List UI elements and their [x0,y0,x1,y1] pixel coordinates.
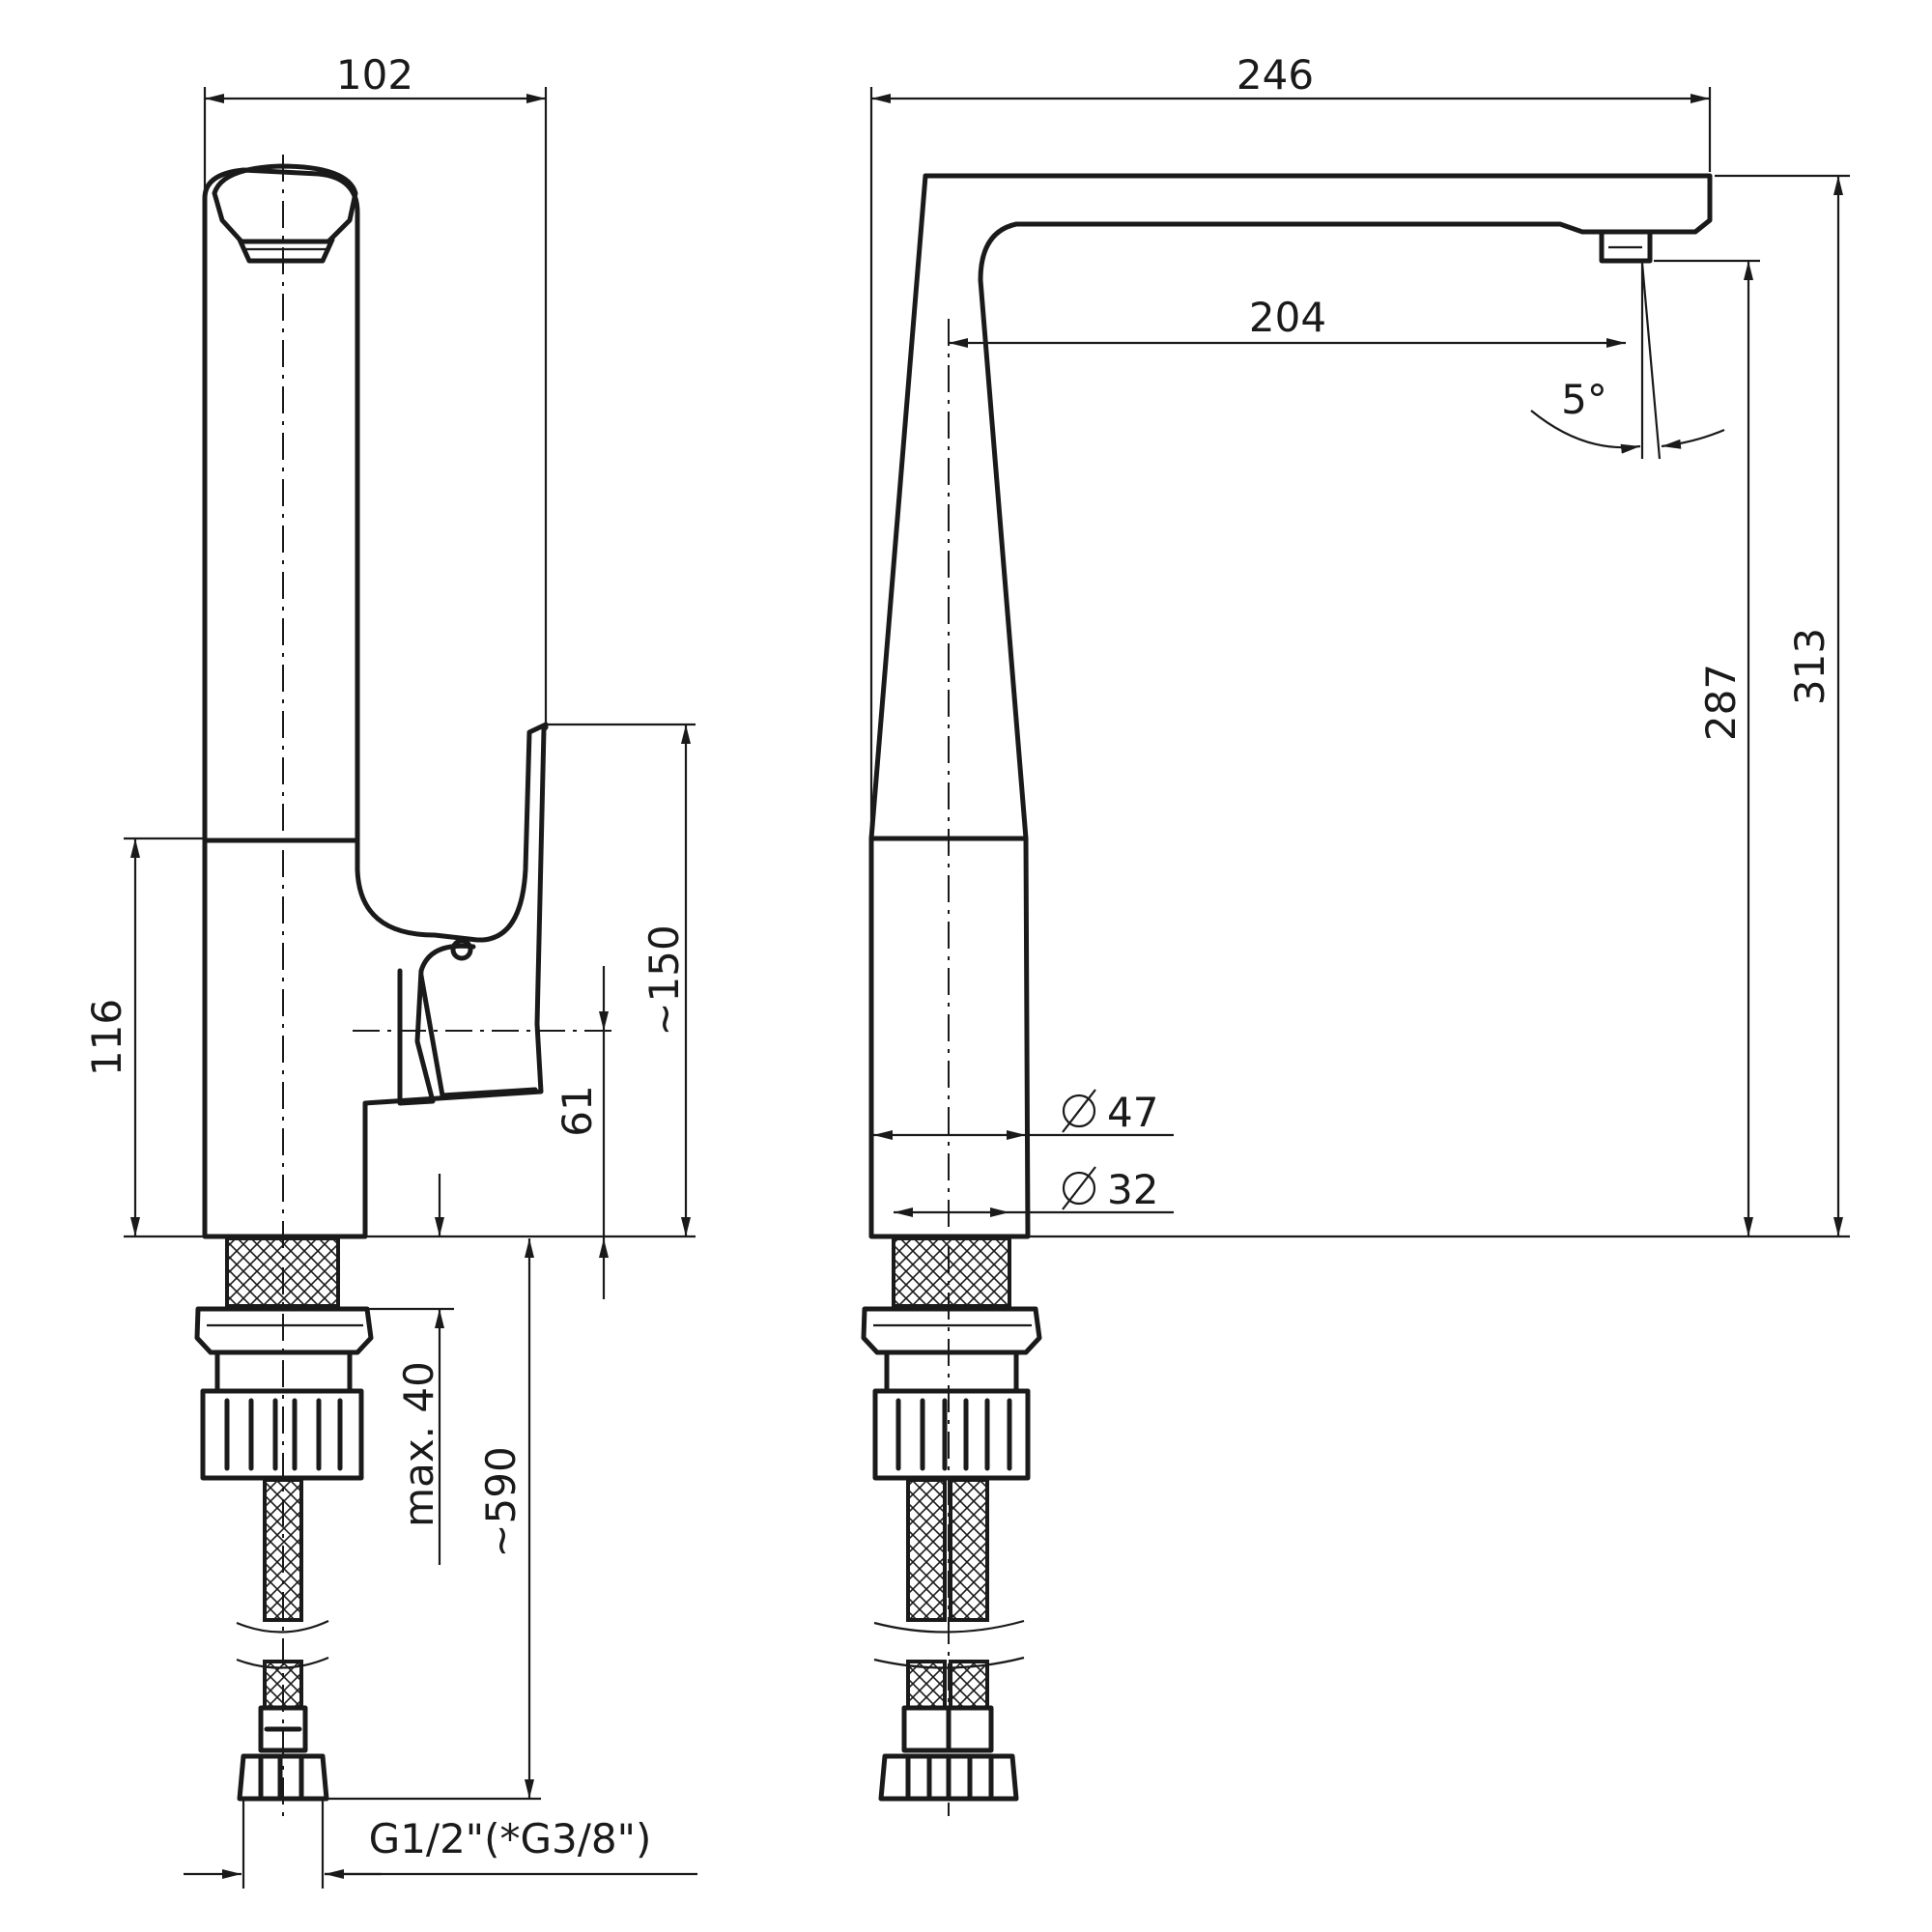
dim-label-base-height-116: 116 [83,999,130,1076]
side-body-outline [202,167,549,1239]
dim-label-total-height-313: 313 [1786,628,1833,705]
side-top-cap [212,163,358,244]
front-nut-wings [872,1388,1031,1481]
front-threaded-stud [892,1236,1011,1308]
dim-label-base-diameter-32: 32 [1107,1166,1158,1213]
dim-label-lever-axis-61: 61 [554,1085,601,1136]
front-aerator [1599,229,1653,264]
dim-spout-angle-lines [1640,262,1662,460]
side-threaded-stud [225,1236,340,1308]
dim-label-total-width-246: 246 [1236,51,1314,99]
front-hose-left [906,1478,947,1622]
dim-label-reach-204: 204 [1249,294,1326,341]
dim-label-body-diameter-47: 47 [1107,1089,1158,1136]
side-view [194,155,618,1816]
dim-label-max-counter: max. 40 [395,1361,442,1527]
side-lever [397,943,476,1106]
front-dimensions: 246 204 5° 287 313 47 32 [869,51,1850,1238]
side-lever-screw [450,938,473,961]
front-hose-left-lower [906,1660,947,1710]
side-hose-ferrule [258,1705,308,1753]
dim-label-outlet-height-287: 287 [1697,664,1745,741]
side-hose-break-top [236,1620,329,1634]
front-view [861,173,1713,1816]
front-nut-body [884,1350,1019,1394]
side-hose-upper [263,1478,303,1622]
dim-line-spout-angle [1530,410,1641,454]
dim-label-hose-590: ~590 [477,1446,525,1557]
dim-label-thread: G1/2"(*G3/8") [369,1815,652,1862]
side-lever-cut [418,973,538,1098]
front-hose-ferrules [901,1705,994,1753]
front-fixing-nut [861,1306,1042,1355]
diameter-icon [1062,1166,1096,1210]
dim-label-lever-height-150: ~150 [640,924,688,1036]
dim-label-spout-angle: 5° [1561,376,1607,423]
front-hose-connectors [878,1753,1019,1802]
front-hose-right-lower [949,1660,989,1710]
side-dimensions: 102 116 ~150 61 max. 40 ~590 G1/2"(*G3/8… [83,51,697,1889]
side-hose-lower [263,1660,303,1710]
diameter-icon [1062,1089,1096,1133]
side-aerator [237,237,335,264]
side-nut-wings [200,1388,364,1481]
front-hose-right [949,1478,989,1622]
dim-label-width-102: 102 [336,51,413,99]
